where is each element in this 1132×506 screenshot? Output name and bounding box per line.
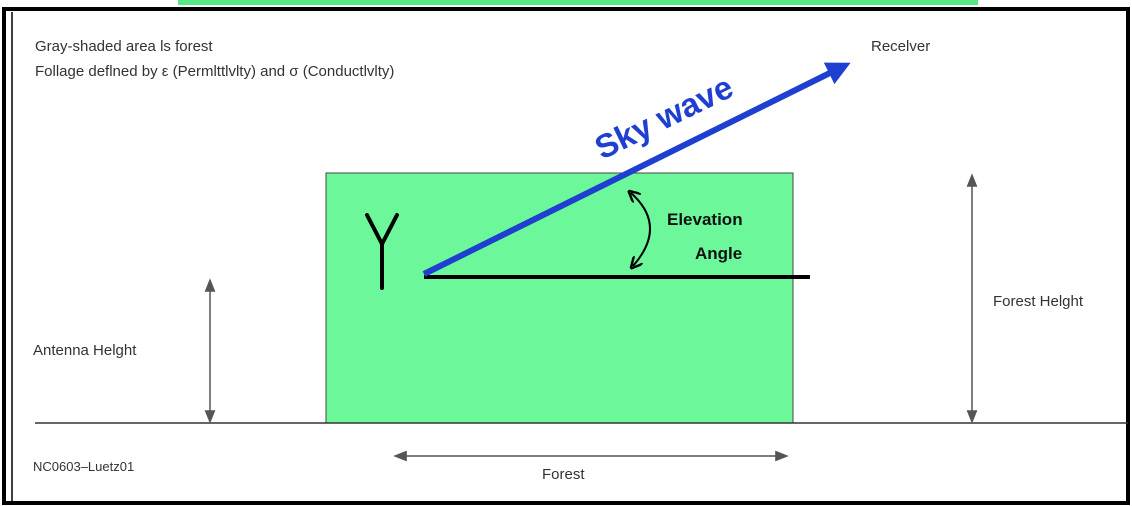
forest-label: Forest (542, 466, 585, 483)
note-line-1: Gray-shaded area ls forest (35, 38, 213, 55)
figure-id-label: NC0603–Luetz01 (33, 459, 134, 474)
header-bar (178, 0, 978, 5)
antenna-icon (365, 213, 399, 290)
sky-wave-arrow (422, 62, 851, 277)
elevation-label: Elevation (667, 210, 743, 229)
forest-block (325, 172, 794, 424)
elevation-angle-arc (631, 193, 651, 266)
receiver-label: Recelver (871, 38, 930, 55)
angle-label: Angle (695, 244, 742, 263)
note-line-2: Follage deflned by ε (Permlttlvlty) and … (35, 63, 394, 80)
antenna-height-label: Antenna Helght (33, 342, 137, 359)
forest-height-label: Forest Helght (993, 293, 1084, 310)
